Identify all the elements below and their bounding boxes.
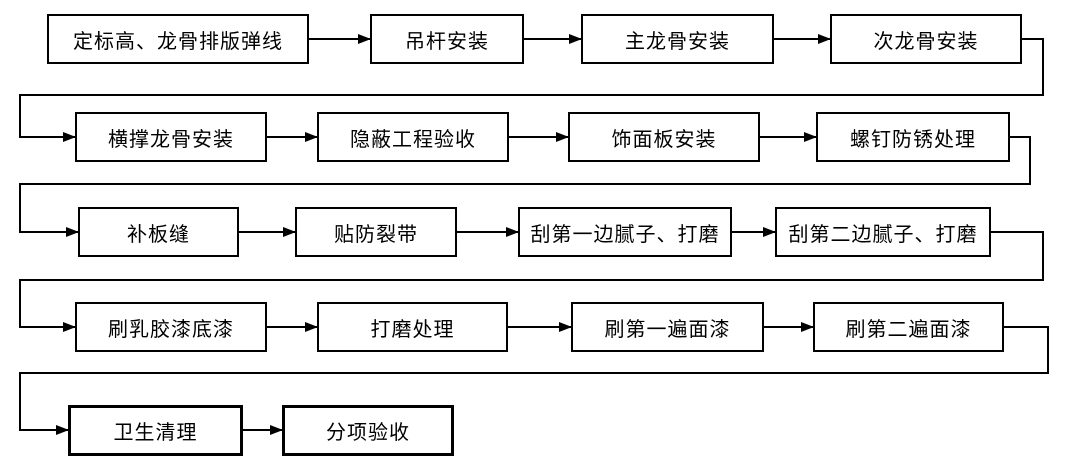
flow-step-11: 刮第一边腻子、打磨 [518,207,732,257]
flow-step-1: 定标高、龙骨排版弹线 [47,14,309,64]
flow-step-13: 刷乳胶漆底漆 [75,302,267,352]
flow-step-9: 补板缝 [78,207,239,257]
flow-step-12: 刮第二边腻子、打磨 [775,207,991,257]
flow-step-6: 隐蔽工程验收 [317,112,509,162]
flow-step-15: 刷第一遍面漆 [571,302,764,352]
flow-step-8: 螺钉防锈处理 [816,112,1010,162]
flow-step-14: 打磨处理 [317,302,508,352]
flow-step-4: 次龙骨安装 [830,14,1022,64]
flow-step-16: 刷第二遍面漆 [813,302,1004,352]
flow-step-3: 主龙骨安装 [581,14,774,64]
flow-step-10: 贴防裂带 [295,207,457,257]
flow-step-17: 卫生清理 [68,405,243,456]
flow-step-7: 饰面板安装 [568,112,760,162]
flow-step-18: 分项验收 [282,405,454,456]
flow-step-2: 吊杆安装 [370,14,524,64]
flow-step-5: 横撑龙骨安装 [75,112,267,162]
